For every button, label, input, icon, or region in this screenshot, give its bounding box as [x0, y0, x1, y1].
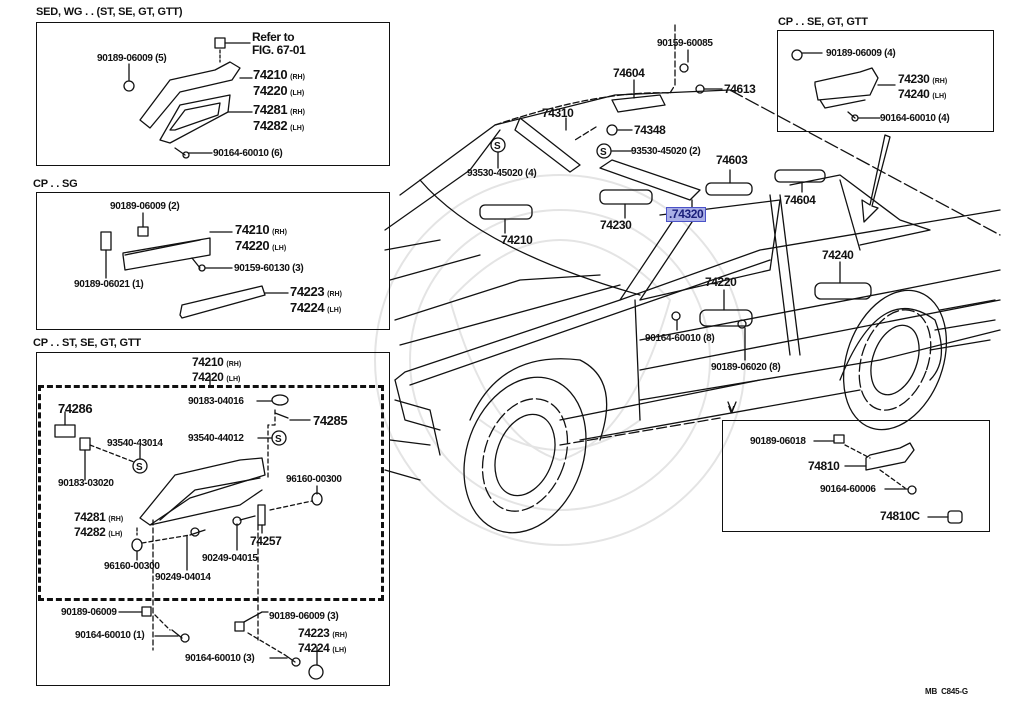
part-label[interactable]: 74210(RH) 74220(LH): [253, 67, 305, 98]
car-body-outline: [384, 89, 1001, 534]
part-label[interactable]: 74210(RH) 74220(LH): [235, 222, 287, 253]
panel-sed-wg-title: SED, WG . . (ST, SE, GT, GTT): [36, 6, 183, 18]
svg-text:S: S: [275, 434, 282, 445]
panel-cp-sg-title: CP . . SG: [33, 178, 78, 190]
bracket-74348: [606, 124, 618, 136]
part-label[interactable]: 74603: [716, 153, 748, 167]
part-label[interactable]: 93530-45020 (2): [631, 146, 701, 157]
panel-sed-wg-frame: [36, 22, 390, 166]
part-label[interactable]: 90189-06009 (4): [826, 48, 896, 59]
grip-74210-car: [479, 204, 533, 220]
part-label[interactable]: 74230(RH) 74240(LH): [898, 72, 948, 101]
part-label[interactable]: 90159-60130 (3): [234, 263, 304, 274]
part-label[interactable]: 90159-60085: [657, 38, 713, 49]
part-label[interactable]: 74223(RH) 74224(LH): [290, 284, 342, 315]
refer-to-label[interactable]: Refer to FIG. 67-01: [252, 30, 306, 57]
part-label[interactable]: 90164-60010 (6): [213, 148, 283, 159]
part-label[interactable]: 74230: [600, 218, 632, 232]
part-label[interactable]: 90164-60006: [820, 484, 876, 495]
part-label[interactable]: 74613: [724, 82, 756, 96]
part-label[interactable]: 74257: [250, 534, 282, 548]
panel-cp-st-title: CP . . ST, SE, GT, GTT: [33, 337, 141, 349]
screw-90159-60085: [679, 63, 689, 73]
view-marker-v: V: [728, 405, 735, 416]
panel-cp-se-title: CP . . SE, GT, GTT: [778, 16, 868, 28]
part-label[interactable]: 93530-45020 (4): [467, 168, 537, 179]
part-label[interactable]: 74285: [313, 413, 348, 428]
part-label[interactable]: 74281(RH) 74282(LH): [253, 102, 305, 133]
part-label[interactable]: 74310: [542, 106, 574, 120]
part-label[interactable]: 74210: [501, 233, 533, 247]
part-label[interactable]: 90164-60010 (1): [75, 630, 145, 641]
panel-cp-se-frame: [777, 30, 994, 132]
part-label[interactable]: 93540-44012: [188, 433, 244, 444]
part-label[interactable]: 74223(RH) 74224(LH): [298, 626, 348, 655]
panel-cp-st-frame: [36, 352, 390, 686]
part-label[interactable]: 90189-06021 (1): [74, 279, 144, 290]
svg-text:S: S: [600, 147, 607, 158]
part-label-highlighted[interactable]: .74320: [666, 207, 707, 222]
part-label[interactable]: 74810: [808, 459, 840, 473]
panel-cp-st-dashed-frame: [38, 385, 384, 601]
svg-text:S: S: [494, 141, 501, 152]
part-label[interactable]: 96160-00300: [286, 474, 342, 485]
refer-line-1: Refer to: [252, 30, 295, 44]
part-label[interactable]: 90189-06009 (3): [269, 611, 339, 622]
part-label[interactable]: 96160-00300: [104, 561, 160, 572]
part-label[interactable]: 90183-03020: [58, 478, 114, 489]
part-label[interactable]: 90164-60010 (4): [880, 113, 950, 124]
svg-text:S: S: [136, 462, 143, 473]
part-label[interactable]: 90164-60010 (3): [185, 653, 255, 664]
panel-sed-wg-artwork: [123, 37, 253, 159]
sun-visor-74310: [514, 117, 581, 173]
part-label[interactable]: 90189-06020 (8): [711, 362, 781, 373]
panel-cp-sg-frame: [36, 192, 390, 330]
grip-74604-top: [611, 94, 666, 113]
part-label[interactable]: 90164-60010 (8): [645, 333, 715, 344]
roof-leader-lines: [494, 24, 676, 141]
grip-74220-car: [699, 309, 753, 327]
grip-74603-car: [705, 182, 753, 196]
grip-74240-car: [814, 282, 872, 300]
car-parts: [479, 63, 872, 329]
part-label[interactable]: 90183-04016: [188, 396, 244, 407]
part-label[interactable]: 90189-06009 (2): [110, 201, 180, 212]
refer-line-2: FIG. 67-01: [252, 43, 306, 57]
part-label[interactable]: 74210(RH) 74220(LH): [192, 355, 242, 384]
panel-cp-se-artwork: [791, 49, 896, 122]
panel-v-artwork: [727, 401, 963, 524]
part-label[interactable]: 74810C: [880, 509, 920, 523]
grip-74604-right: [774, 169, 826, 183]
part-label[interactable]: 90249-04015: [202, 553, 258, 564]
callout-leaders: [497, 49, 841, 361]
part-label[interactable]: 93540-43014: [107, 438, 163, 449]
part-label[interactable]: 90189-06009 (5): [97, 53, 167, 64]
part-label[interactable]: 74281(RH) 74282(LH): [74, 510, 124, 539]
grip-74230-car: [599, 189, 653, 205]
panel-cp-sg-artwork: [100, 212, 289, 319]
part-label[interactable]: 74240: [822, 248, 854, 262]
callout-arrow: [861, 134, 891, 223]
part-label[interactable]: 74604: [784, 193, 816, 207]
part-label[interactable]: 90189-06018: [750, 436, 806, 447]
part-label[interactable]: 74220: [705, 275, 737, 289]
part-label[interactable]: 90249-04014: [155, 572, 211, 583]
part-label[interactable]: 74348: [634, 123, 666, 137]
panel-v-frame: [722, 420, 990, 532]
part-label[interactable]: 74286: [58, 401, 93, 416]
panel-cp-st-artwork: [54, 374, 324, 680]
part-label[interactable]: 74604: [613, 66, 645, 80]
figure-code: MB C845-G: [925, 687, 968, 696]
sun-visor-74320: [599, 159, 701, 201]
part-label[interactable]: 90189-06009: [61, 607, 117, 618]
